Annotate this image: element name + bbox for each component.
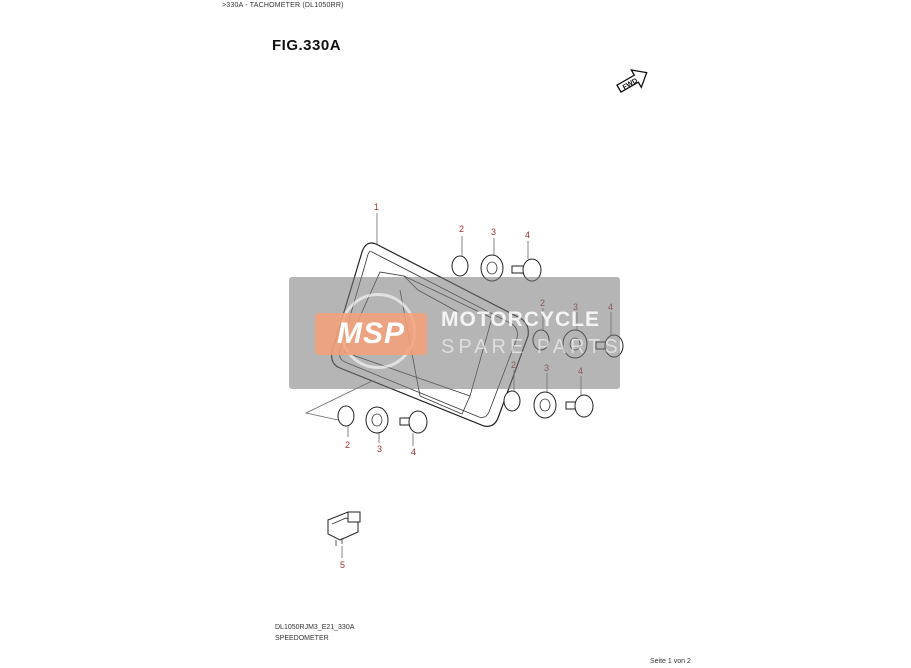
callout-4d: 4 [411,447,416,457]
parts-row-a [451,236,542,282]
parts-row-c [503,370,594,419]
watermark-line2: SPARE PARTS [441,336,622,358]
callout-1: 1 [374,202,379,212]
watermark-logo: MSP [315,313,427,355]
callout-5: 5 [340,560,345,570]
parts-row-d [304,380,428,446]
watermark-line1: MOTORCYCLE [441,308,600,331]
callout-2a: 2 [459,224,464,234]
connector-part [327,511,361,546]
drawing-code: DL1050RJM3_E21_330A [275,624,355,631]
callout-3a: 3 [491,227,496,237]
callout-2d: 2 [345,440,350,450]
drawing-name: SPEEDOMETER [275,635,329,642]
fwd-arrow-icon: FWD [616,69,648,94]
callout-4a: 4 [525,230,530,240]
breadcrumb: >330A - TACHOMETER (DL1050RR) [222,2,344,9]
callout-3d: 3 [377,444,382,454]
page-number: Seite 1 von 2 [650,658,691,665]
figure-title: FIG.330A [272,37,342,54]
fwd-label: FWD [622,77,639,91]
